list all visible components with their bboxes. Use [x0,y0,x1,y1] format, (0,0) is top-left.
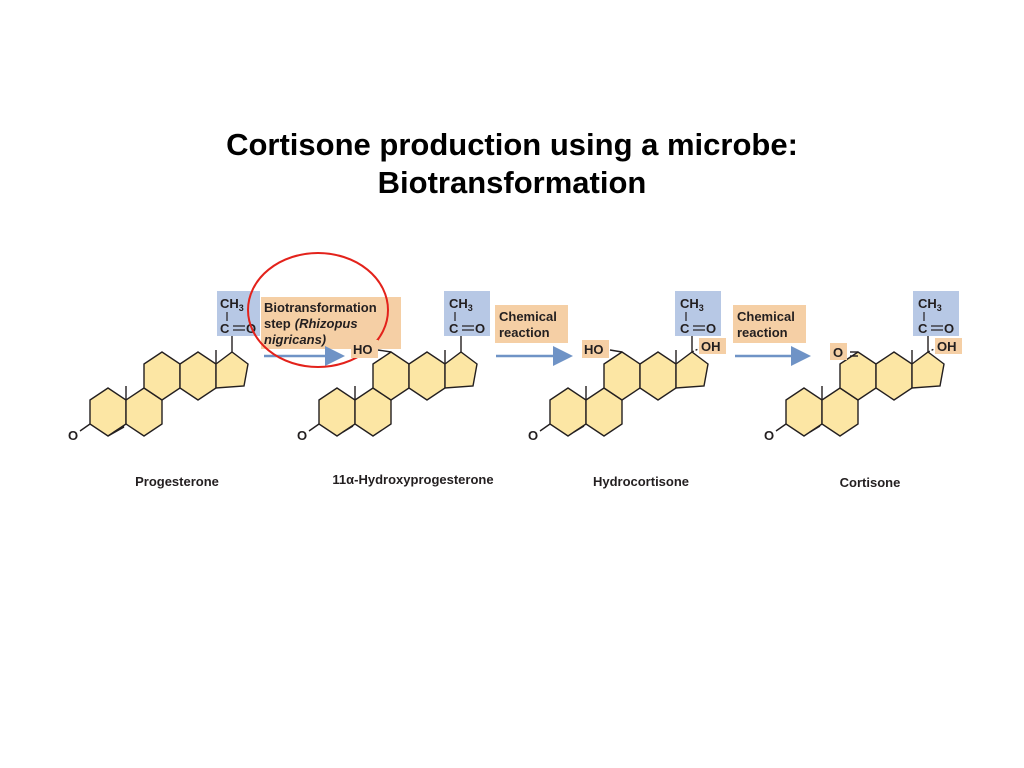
c3-oxygen: O [297,428,307,443]
compound-hydroxyprogesterone: O HO CH3 C O 11α-Hydroxyprogesterone [297,291,494,487]
steroid-rings [79,336,249,437]
chemical-reaction-step-1: Chemical reaction [495,305,573,366]
c11-hydroxyl: HO [584,342,604,357]
sidechain-carbon: C [220,321,230,336]
steroid-rings [308,336,478,437]
sidechain-box [675,291,721,336]
compound-label-progesterone: Progesterone [135,474,219,489]
sidechain-methyl: CH3 [918,296,942,313]
sidechain-oxygen: O [475,321,485,336]
c17-hydroxyl: OH [701,339,721,354]
sidechain-box [217,291,260,336]
slide-title-line-2: Biotransformation [377,165,647,200]
c17-hydroxyl-box [699,338,726,354]
chemical-reaction-1-line-2: reaction [499,325,550,340]
sidechain-box [444,291,490,336]
chemical-reaction-step-2: Chemical reaction [733,305,811,366]
hydroxyl-highlight-box [582,340,609,358]
sidechain-oxygen: O [706,321,716,336]
sidechain-carbon: C [449,321,459,336]
highlight-circle [247,252,389,368]
slide-title: Cortisone production using a microbe: Bi… [0,126,1024,202]
step-label-line-1: Biotransformation [264,300,377,315]
compound-cortisone: O O CH3 C O OH Cortisone [764,291,962,490]
sidechain-box [913,291,959,336]
hydroxyl-highlight-box [351,340,378,358]
sidechain-methyl: CH3 [220,296,244,313]
compound-label-cortisone: Cortisone [840,475,901,490]
chemical-reaction-2-line-1: Chemical [737,309,795,324]
sidechain-methyl: CH3 [680,296,704,313]
c11-hydroxyl: HO [353,342,373,357]
chemical-reaction-box-2 [733,305,806,343]
c3-oxygen: O [68,428,78,443]
c17-hydroxyl-box [935,338,962,354]
step-label-line-2: step(Rhizopus [264,316,358,331]
chemical-reaction-box-1 [495,305,568,343]
sidechain-methyl: CH3 [449,296,473,313]
compound-hydrocortisone: O HO CH3 C O OH Hydrocortisone [528,291,726,489]
chemical-reaction-1-line-1: Chemical [499,309,557,324]
sidechain-carbon: C [918,321,928,336]
c3-oxygen: O [764,428,774,443]
c17-hydroxyl: OH [937,339,957,354]
c3-oxygen: O [528,428,538,443]
chemical-reaction-2-line-2: reaction [737,325,788,340]
steroid-rings [775,336,945,437]
sidechain-oxygen: O [944,321,954,336]
compound-label-hydroxyprogesterone: 11α-Hydroxyprogesterone [332,472,493,487]
steroid-rings [539,336,709,437]
c11-ketone-box [830,343,847,360]
biotransformation-step: Biotransformation step(Rhizopus nigrican… [261,297,401,366]
sidechain-carbon: C [680,321,690,336]
slide-title-line-1: Cortisone production using a microbe: [226,127,798,162]
compound-label-hydrocortisone: Hydrocortisone [593,474,689,489]
step-label-line-3: nigricans) [264,332,326,347]
c11-ketone-oxygen: O [833,345,843,360]
compound-progesterone: O CH3 C O Progesterone [68,291,260,489]
